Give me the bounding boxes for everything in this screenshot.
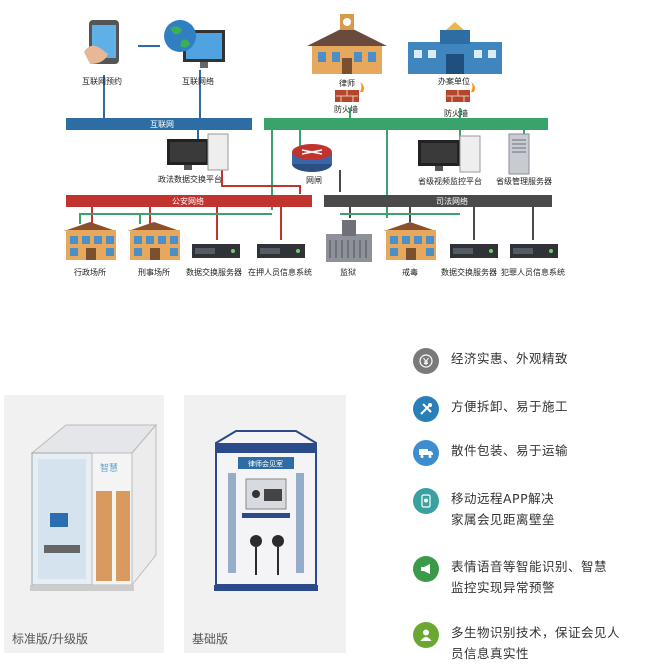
product-caption: 基础版 <box>192 632 229 646</box>
feature-item: 多生物识别技术，保证会见人 员信息真实性 <box>413 622 620 664</box>
gateway-label: 网闸 <box>306 176 322 185</box>
firewall-icon <box>335 82 364 102</box>
svg-text:智慧: 智慧 <box>100 462 118 474</box>
feature-text: 方便拆卸、易于施工 <box>451 399 569 414</box>
feature-item: 移动远程APP解决 家属会见距离壁垒 <box>413 488 555 530</box>
feature-item: 表情语音等智能识别、智慧 监控实现异常预警 <box>413 556 607 598</box>
product-card-basic: 律师会见室 基础版 <box>184 395 346 653</box>
truck-icon <box>413 440 439 466</box>
detainee-system-label: 在押人员信息系统 <box>248 267 312 277</box>
feature-item: 方便拆卸、易于施工 <box>413 396 568 422</box>
computer-icon <box>418 135 481 173</box>
internet-bar-label: 互联网 <box>150 120 174 129</box>
police-bar-label: 公安网络 <box>172 196 204 206</box>
agency-label: 办案单位 <box>438 76 470 86</box>
booth-sign: 律师会见室 <box>248 459 283 468</box>
admin-site-building-icon <box>64 222 116 260</box>
feature-item: 散件包装、易于运输 <box>413 440 568 466</box>
meeting-booth-standard-image: 智慧 <box>30 423 158 591</box>
green-network-bar <box>264 118 548 130</box>
provincial-video-label: 省级视频监控平台 <box>418 176 482 186</box>
rack-server-icon <box>450 244 498 258</box>
criminal-info-system-label: 犯罪人员信息系统 <box>501 267 565 277</box>
product-caption: 标准版/升级版 <box>12 632 89 646</box>
judicial-bar-label: 司法网络 <box>436 196 468 206</box>
prison-label: 监狱 <box>340 267 356 277</box>
router-icon <box>292 144 332 172</box>
app-icon <box>413 488 439 514</box>
rack-server-icon <box>257 244 305 258</box>
exchange-platform-label: 政法数据交换平台 <box>158 174 222 184</box>
feature-text: 表情语音等智能识别、智慧 监控实现异常预警 <box>451 559 608 595</box>
server-tower-icon <box>508 133 530 175</box>
tools-icon <box>413 396 439 422</box>
police-network-bar <box>66 195 312 207</box>
lawyer-label: 律师 <box>339 78 355 88</box>
rehab-label: 戒毒 <box>402 267 418 277</box>
data-server-2-label: 数据交换服务器 <box>441 267 497 277</box>
tablet-icon <box>84 20 119 64</box>
data-server-1-label: 数据交换服务器 <box>186 267 242 277</box>
admin-site-label: 行政场所 <box>74 267 106 277</box>
judicial-network-bar <box>324 195 552 207</box>
feature-text: 多生物识别技术，保证会见人 员信息真实性 <box>451 625 621 661</box>
internet-booking-label: 互联网预约 <box>82 76 122 86</box>
prison-building-icon <box>326 220 372 262</box>
yen-icon <box>413 348 439 374</box>
rack-server-icon <box>192 244 240 258</box>
rack-server-icon <box>510 244 558 258</box>
firewall-2-label: 防火墙 <box>444 108 468 118</box>
megaphone-icon <box>413 556 439 582</box>
internet-bar <box>66 118 252 130</box>
feature-text: 散件包装、易于运输 <box>451 443 569 458</box>
provincial-mgmt-label: 省级管理服务器 <box>496 176 552 186</box>
feature-text: 经济实惠、外观精致 <box>451 351 569 366</box>
criminal-site-label: 刑事场所 <box>138 267 170 277</box>
firewall-1-label: 防火墙 <box>334 104 358 114</box>
globe-monitor-icon <box>164 20 225 68</box>
feature-item: 经济实惠、外观精致 <box>413 348 568 374</box>
agency-building-icon <box>408 22 502 74</box>
lawyer-building-icon <box>307 14 387 74</box>
person-icon <box>413 622 439 648</box>
network-diagram: 互联网 公安网络 司法网络 互联网预约 互联网络 律师 防火墙 <box>64 14 565 277</box>
criminal-site-building-icon <box>128 222 180 260</box>
computer-icon <box>167 133 229 171</box>
firewall-icon <box>446 82 475 102</box>
meeting-booth-basic-image: 律师会见室 <box>214 430 318 591</box>
connection-lines <box>79 45 534 240</box>
rehab-building-icon <box>384 222 436 260</box>
feature-text: 移动远程APP解决 家属会见距离壁垒 <box>451 491 556 527</box>
product-card-standard: 智慧 标准版/升级版 <box>4 395 164 653</box>
internet-net-label: 互联网络 <box>182 76 214 86</box>
